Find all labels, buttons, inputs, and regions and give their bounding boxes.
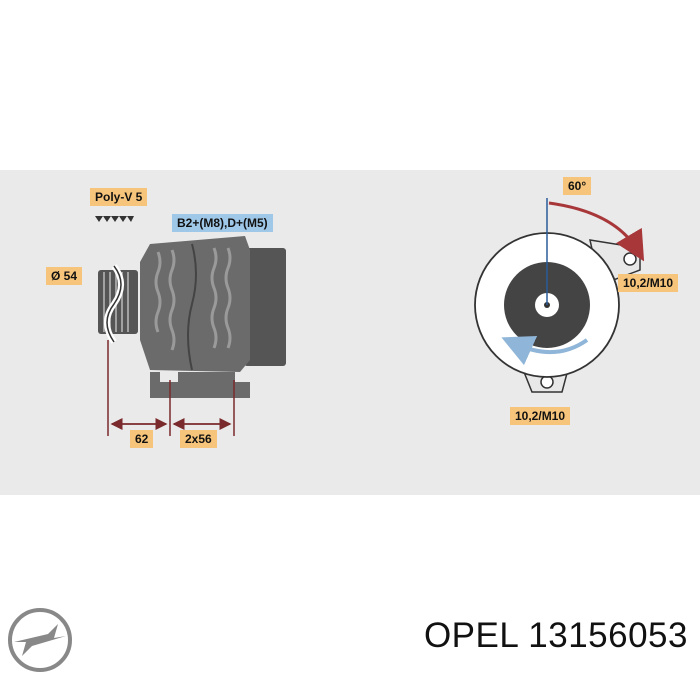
alternator-front-view: [474, 198, 645, 393]
upper-mount-hole: [623, 252, 637, 266]
alternator-body: [140, 236, 250, 372]
poly-v-profile-icon: [95, 216, 134, 222]
lower-mount-label: 10,2/M10: [510, 407, 571, 425]
poly-v-label: Poly-V 5: [90, 188, 148, 206]
rotation-arrow: [501, 335, 589, 366]
pulley-offset-dimension: 62: [130, 430, 154, 448]
mounting-feet: [150, 372, 250, 398]
part-number: 13156053: [528, 616, 688, 655]
pulley-diameter-label: Ø 54: [46, 267, 83, 285]
cooling-fins: [154, 247, 232, 351]
alternator-side-view: [95, 216, 286, 436]
rear-cover: [244, 248, 286, 366]
angle-arc: [548, 201, 645, 262]
angle-label: 60°: [563, 177, 592, 195]
opel-logo: [8, 608, 72, 672]
brand-name: OPEL: [423, 616, 519, 655]
brand-part-number: OPEL 13156053: [424, 616, 688, 656]
upper-mount-label: 10,2/M10: [618, 274, 679, 292]
dimension-lines: [107, 340, 235, 436]
terminals-label: B2+(M8),D+(M5): [172, 214, 273, 232]
mount-spacing-dimension: 2x56: [180, 430, 217, 448]
